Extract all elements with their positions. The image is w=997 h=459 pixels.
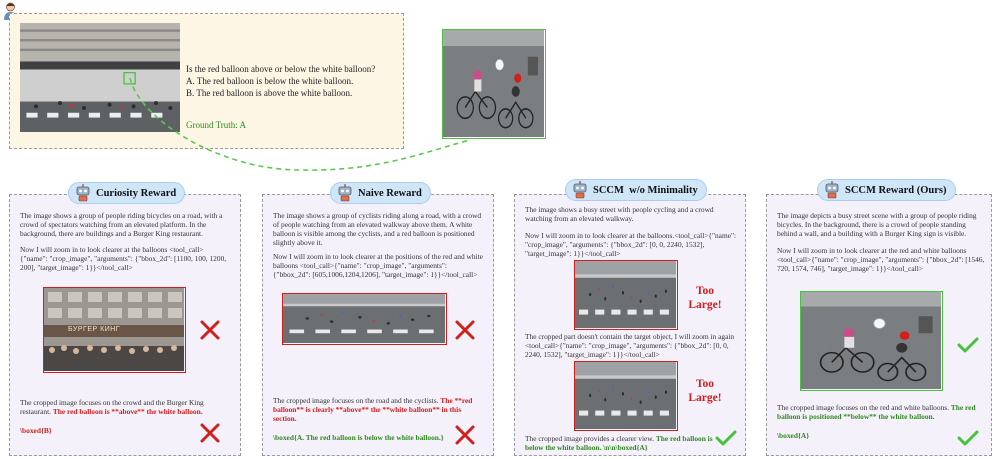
panel-2-crop [282,293,447,345]
panel-3-too-large-1: Too Large! [688,285,722,311]
panel-3-result: The cropped image provides a clearer vie… [525,434,721,452]
check-icon [957,430,979,446]
panel-4-title-badge: SCCM Reward (Ours) [817,179,956,201]
option-b: B. The red balloon is above the white ba… [186,88,353,98]
panel-4-answer: \boxed{A} [777,431,810,440]
panel-4-crop [800,291,943,391]
panel-4-desc: The image depicts a busy street scene wi… [777,211,977,239]
panel-3-call: Now I will zoom in to look clearer at th… [525,231,737,259]
panel-3-title: SCCM w/o Minimality [593,184,698,196]
panel-2-title: Naive Reward [358,187,422,199]
check-icon [957,337,979,353]
panel-4-title: SCCM Reward (Ours) [845,184,947,196]
panel-3-crop-2 [574,361,678,431]
ground-truth: Ground Truth: A [186,120,247,130]
panel-4-result-plain: The cropped image focuses on the red and… [777,403,949,412]
panel-1-crop: БУРГЕР КИНГ [43,287,186,373]
panel-3-mid: The cropped part doesn't contain the tar… [525,332,735,360]
panel-2-call: Now I will zoom in to look clearer at th… [273,252,483,280]
panel-2-result-plain: The cropped image focuses on the road an… [273,396,439,405]
robot-icon [572,181,588,199]
panel-1-title: Curiosity Reward [96,187,177,199]
panel-1-call: Now I will zoom in to look clearer at th… [20,245,227,273]
panel-1-result-plain: The cropped image focuses on the crowd a… [20,398,204,417]
cross-icon [199,319,221,341]
cross-icon [454,319,476,341]
cross-icon [199,422,221,444]
panel-4-call: Now I will zoom in to look clearer at th… [777,246,985,274]
panel-1-title-badge: Curiosity Reward [68,182,186,204]
panel-1-result-bold: The red balloon is **above** the white b… [52,407,203,417]
robot-icon [75,184,91,202]
panel-2-title-badge: Naive Reward [330,182,431,204]
question-text: Is the red balloon above or below the wh… [186,64,376,74]
panel-1-sign: БУРГЕР КИНГ [68,326,121,333]
panel-3-result-plain: The cropped image provides a clearer vie… [525,434,654,443]
zoom-connector [129,77,471,171]
panel-1-answer: \boxed{B} [20,426,52,435]
panel-3-crop-1 [574,260,678,330]
panel-3-result-bold: The red balloon is below the white ballo… [525,434,713,453]
panel-2-result-bold: The **red balloon** is clearly **above**… [273,396,473,424]
panel-4-result: The cropped image focuses on the red and… [777,403,985,421]
robot-icon [824,181,840,199]
panel-2-desc: The image shows a group of cyclists ridi… [273,211,482,248]
option-a: A. The red balloon is below the white ba… [186,76,354,86]
panel-1-desc: The image shows a group of people riding… [20,211,223,239]
panel-3-too-large-2: Too Large! [688,378,722,404]
zoomed-image [442,29,546,139]
cross-icon [454,424,476,446]
panel-3-title-badge: SCCM w/o Minimality [565,179,707,201]
panel-1-result: The cropped image focuses on the crowd a… [20,398,228,416]
panel-2-result: The cropped image focuses on the road an… [273,396,485,423]
panel-2-answer: \boxed{A. The red balloon is below the w… [273,433,444,442]
check-icon [715,430,737,446]
robot-icon [337,184,353,202]
question-image [20,23,180,132]
panel-4-result-bold: The red balloon is positioned **below** … [777,403,976,422]
panel-3-desc: The image shows a busy street with peopl… [525,205,714,224]
